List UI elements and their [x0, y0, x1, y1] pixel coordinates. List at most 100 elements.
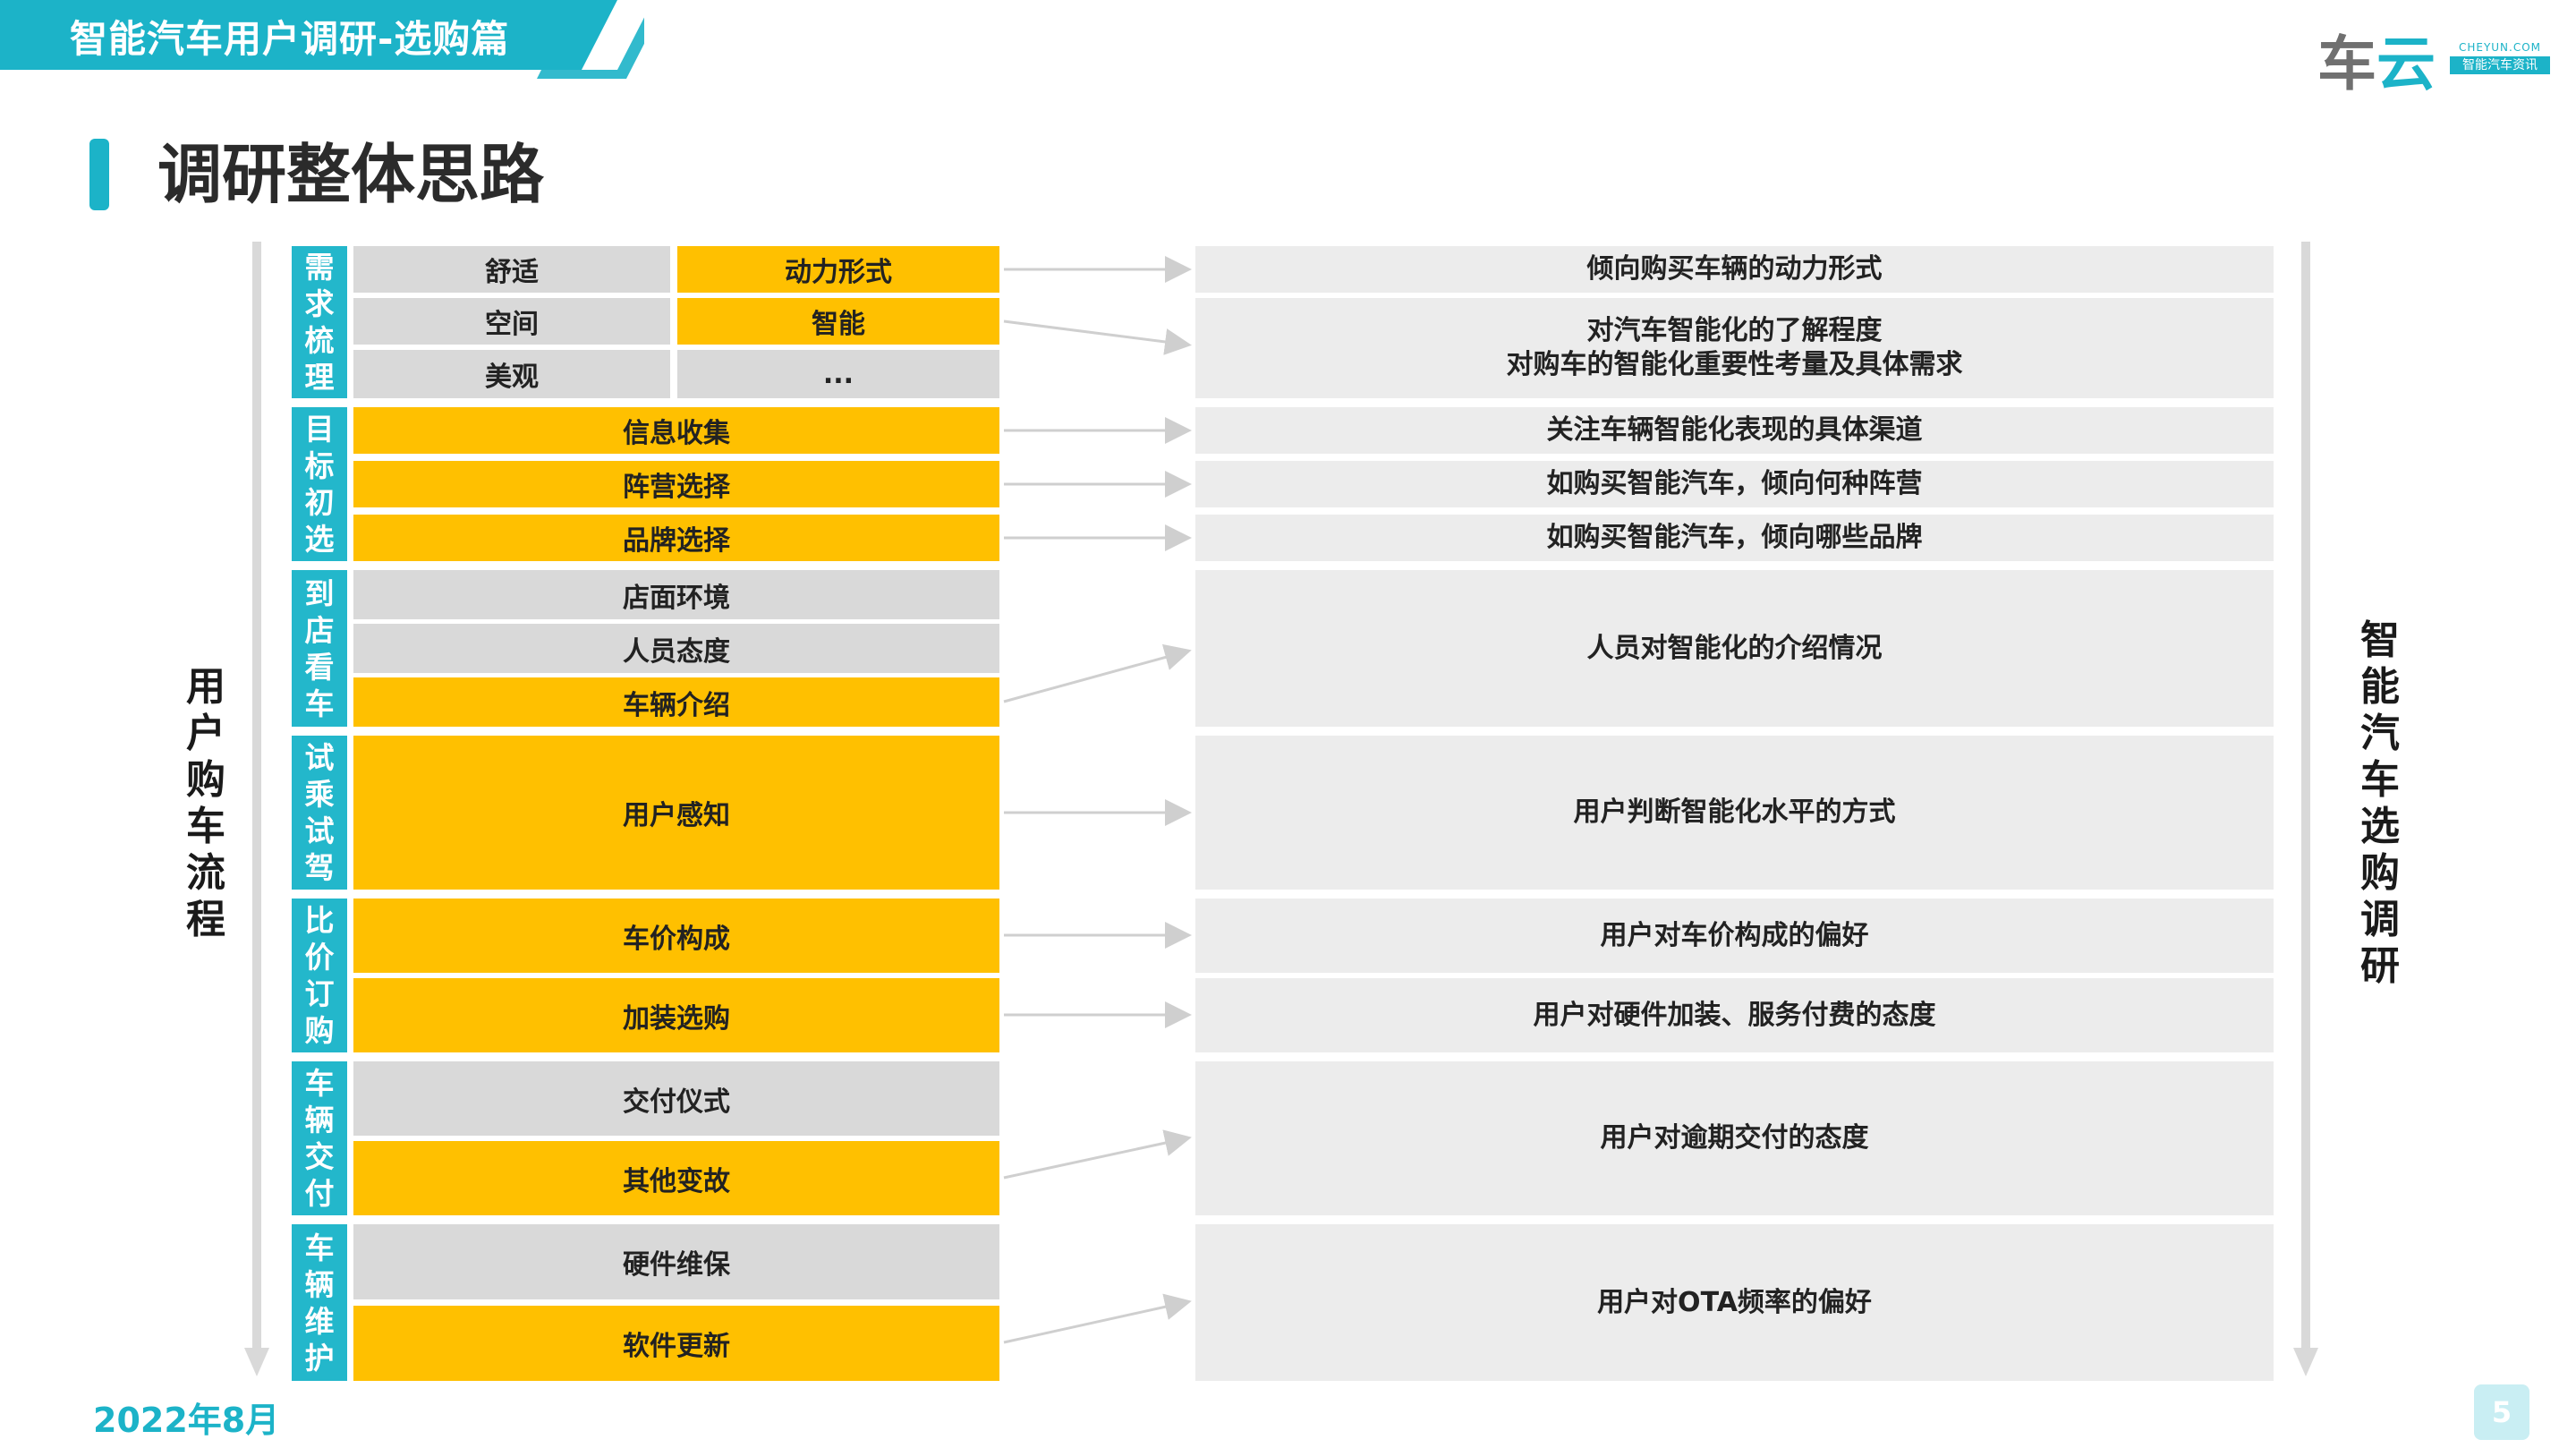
stage-label-char: 乘 [304, 777, 335, 812]
factor-cell: 信息收集 [353, 407, 999, 454]
connector-arrow [1003, 1129, 1192, 1180]
factor-cell: 加装选购 [353, 978, 999, 1052]
research-item-line: 对汽车智能化的了解程度 [1586, 315, 1883, 346]
connector-arrow [1003, 319, 1192, 355]
research-item: 用户对车价构成的偏好 [1195, 899, 2274, 973]
left-axis-char: 用 [186, 664, 225, 710]
stage-label-char: 目 [304, 412, 335, 447]
stage-target-shortlist: 目标初选 [292, 407, 347, 561]
factor-cell: 硬件维保 [353, 1224, 999, 1299]
right-axis-char: 调 [2360, 897, 2400, 942]
stage-label-char: 车 [304, 686, 335, 721]
research-item: 关注车辆智能化表现的具体渠道 [1195, 407, 2274, 454]
factor-cell: 品牌选择 [353, 515, 999, 561]
stage-label-char: 梳 [304, 323, 335, 358]
factor-cell: 软件更新 [353, 1306, 999, 1381]
left-axis-char: 购 [186, 757, 225, 803]
stage-label-char: 维 [304, 1303, 335, 1339]
research-item-line: 用户对逾期交付的态度 [1600, 1122, 1869, 1154]
stage-label-char: 车 [304, 1066, 335, 1101]
stage-label-char: 购 [304, 1013, 335, 1048]
stage-price-order: 比价订购 [292, 899, 347, 1052]
right-axis-char: 研 [2360, 943, 2400, 989]
research-item-line: 用户对OTA频率的偏好 [1597, 1286, 1872, 1318]
factor-cell: 交付仪式 [353, 1061, 999, 1136]
logo-badge-en: CHEYUN.COM [2458, 41, 2542, 54]
stage-label-char: 订 [304, 976, 335, 1011]
page-title: 调研整体思路 [157, 137, 545, 212]
stage-label-char: 选 [304, 522, 335, 557]
factor-cell: 店面环境 [353, 570, 999, 619]
title-accent-bar [89, 139, 109, 210]
research-item: 如购买智能汽车，倾向哪些品牌 [1195, 515, 2274, 561]
right-axis-char: 能 [2360, 664, 2400, 710]
stage-label-char: 辆 [304, 1103, 335, 1137]
factor-cell: 阵营选择 [353, 461, 999, 507]
research-item-line: 倾向购买车辆的动力形式 [1586, 253, 1883, 285]
research-item-line: 用户对硬件加装、服务付费的态度 [1533, 999, 1936, 1031]
research-item: 人员对智能化的介绍情况 [1195, 570, 2274, 727]
right-axis-arrow [2293, 242, 2318, 1376]
stage-label-char: 价 [304, 940, 335, 975]
factor-cell: ... [677, 350, 999, 398]
connector-arrow [1003, 1293, 1192, 1344]
right-axis-char: 智 [2360, 618, 2400, 663]
research-item: 如购买智能汽车，倾向何种阵营 [1195, 461, 2274, 507]
stage-maintenance: 车辆维护 [292, 1224, 347, 1381]
research-item: 用户对硬件加装、服务付费的态度 [1195, 978, 2274, 1052]
stage-label-char: 交 [304, 1139, 335, 1174]
factor-cell: 人员态度 [353, 624, 999, 673]
logo-text-1: 车 [2317, 30, 2376, 98]
stage-label-char: 店 [304, 612, 335, 648]
stage-label-char: 比 [304, 903, 335, 938]
header-band-shape [0, 0, 644, 79]
factor-cell: 其他变故 [353, 1141, 999, 1215]
left-axis-char: 车 [186, 804, 225, 849]
logo-badge-cn: 智能汽车资讯 [2450, 56, 2550, 74]
stage-label-char: 理 [304, 360, 335, 395]
left-axis-char: 程 [186, 897, 225, 942]
factor-cell: 车价构成 [353, 899, 999, 973]
footer-date: 2022年8月 [93, 1401, 280, 1440]
research-item: 用户对OTA频率的偏好 [1195, 1224, 2274, 1381]
left-axis-label: 用户购车流程 [177, 664, 234, 943]
logo-text-2: 云 [2376, 30, 2436, 98]
stage-demand-review: 需求梳理 [292, 246, 347, 398]
factor-cell: 用户感知 [353, 736, 999, 890]
research-item-line: 人员对智能化的介绍情况 [1586, 632, 1883, 664]
right-axis-char: 购 [2360, 850, 2400, 896]
research-item: 倾向购买车辆的动力形式 [1195, 246, 2274, 293]
stage-label-char: 到 [304, 575, 335, 611]
right-axis-char: 选 [2360, 804, 2400, 849]
stage-label-char: 车 [304, 1230, 335, 1265]
research-item-line: 对购车的智能化重要性考量及具体需求 [1506, 349, 1963, 380]
stage-delivery: 车辆交付 [292, 1061, 347, 1215]
factor-cell: 动力形式 [677, 246, 999, 293]
factor-cell: 智能 [677, 298, 999, 345]
page-number: 5 [2474, 1384, 2529, 1440]
research-item-line: 用户对车价构成的偏好 [1600, 919, 1869, 951]
research-item: 对汽车智能化的了解程度对购车的智能化重要性考量及具体需求 [1195, 298, 2274, 398]
stage-label-char: 标 [304, 448, 335, 483]
right-axis-char: 汽 [2360, 711, 2400, 756]
right-axis-char: 车 [2360, 757, 2400, 803]
research-item-line: 如购买智能汽车，倾向何种阵营 [1546, 468, 1923, 499]
stage-store-visit: 到店看车 [292, 570, 347, 727]
research-item: 用户对逾期交付的态度 [1195, 1061, 2274, 1215]
research-item-line: 用户判断智能化水平的方式 [1573, 796, 1896, 828]
brand-logo: 车云 CHEYUN.COM 智能汽车资讯 [2317, 16, 2550, 98]
stage-label-char: 付 [304, 1176, 335, 1211]
stage-label-char: 初 [304, 485, 335, 520]
research-item: 用户判断智能化水平的方式 [1195, 736, 2274, 890]
stage-label-char: 需 [304, 250, 335, 285]
left-axis-char: 户 [186, 711, 225, 756]
factor-cell: 美观 [353, 350, 670, 398]
left-axis-arrow [244, 242, 269, 1376]
logo-badge: CHEYUN.COM 智能汽车资讯 [2450, 41, 2550, 75]
factor-cell: 空间 [353, 298, 670, 345]
factor-cell: 车辆介绍 [353, 677, 999, 727]
stage-test-drive: 试乘试驾 [292, 736, 347, 890]
research-item-line: 关注车辆智能化表现的具体渠道 [1546, 414, 1923, 446]
stage-label-char: 试 [304, 740, 335, 775]
